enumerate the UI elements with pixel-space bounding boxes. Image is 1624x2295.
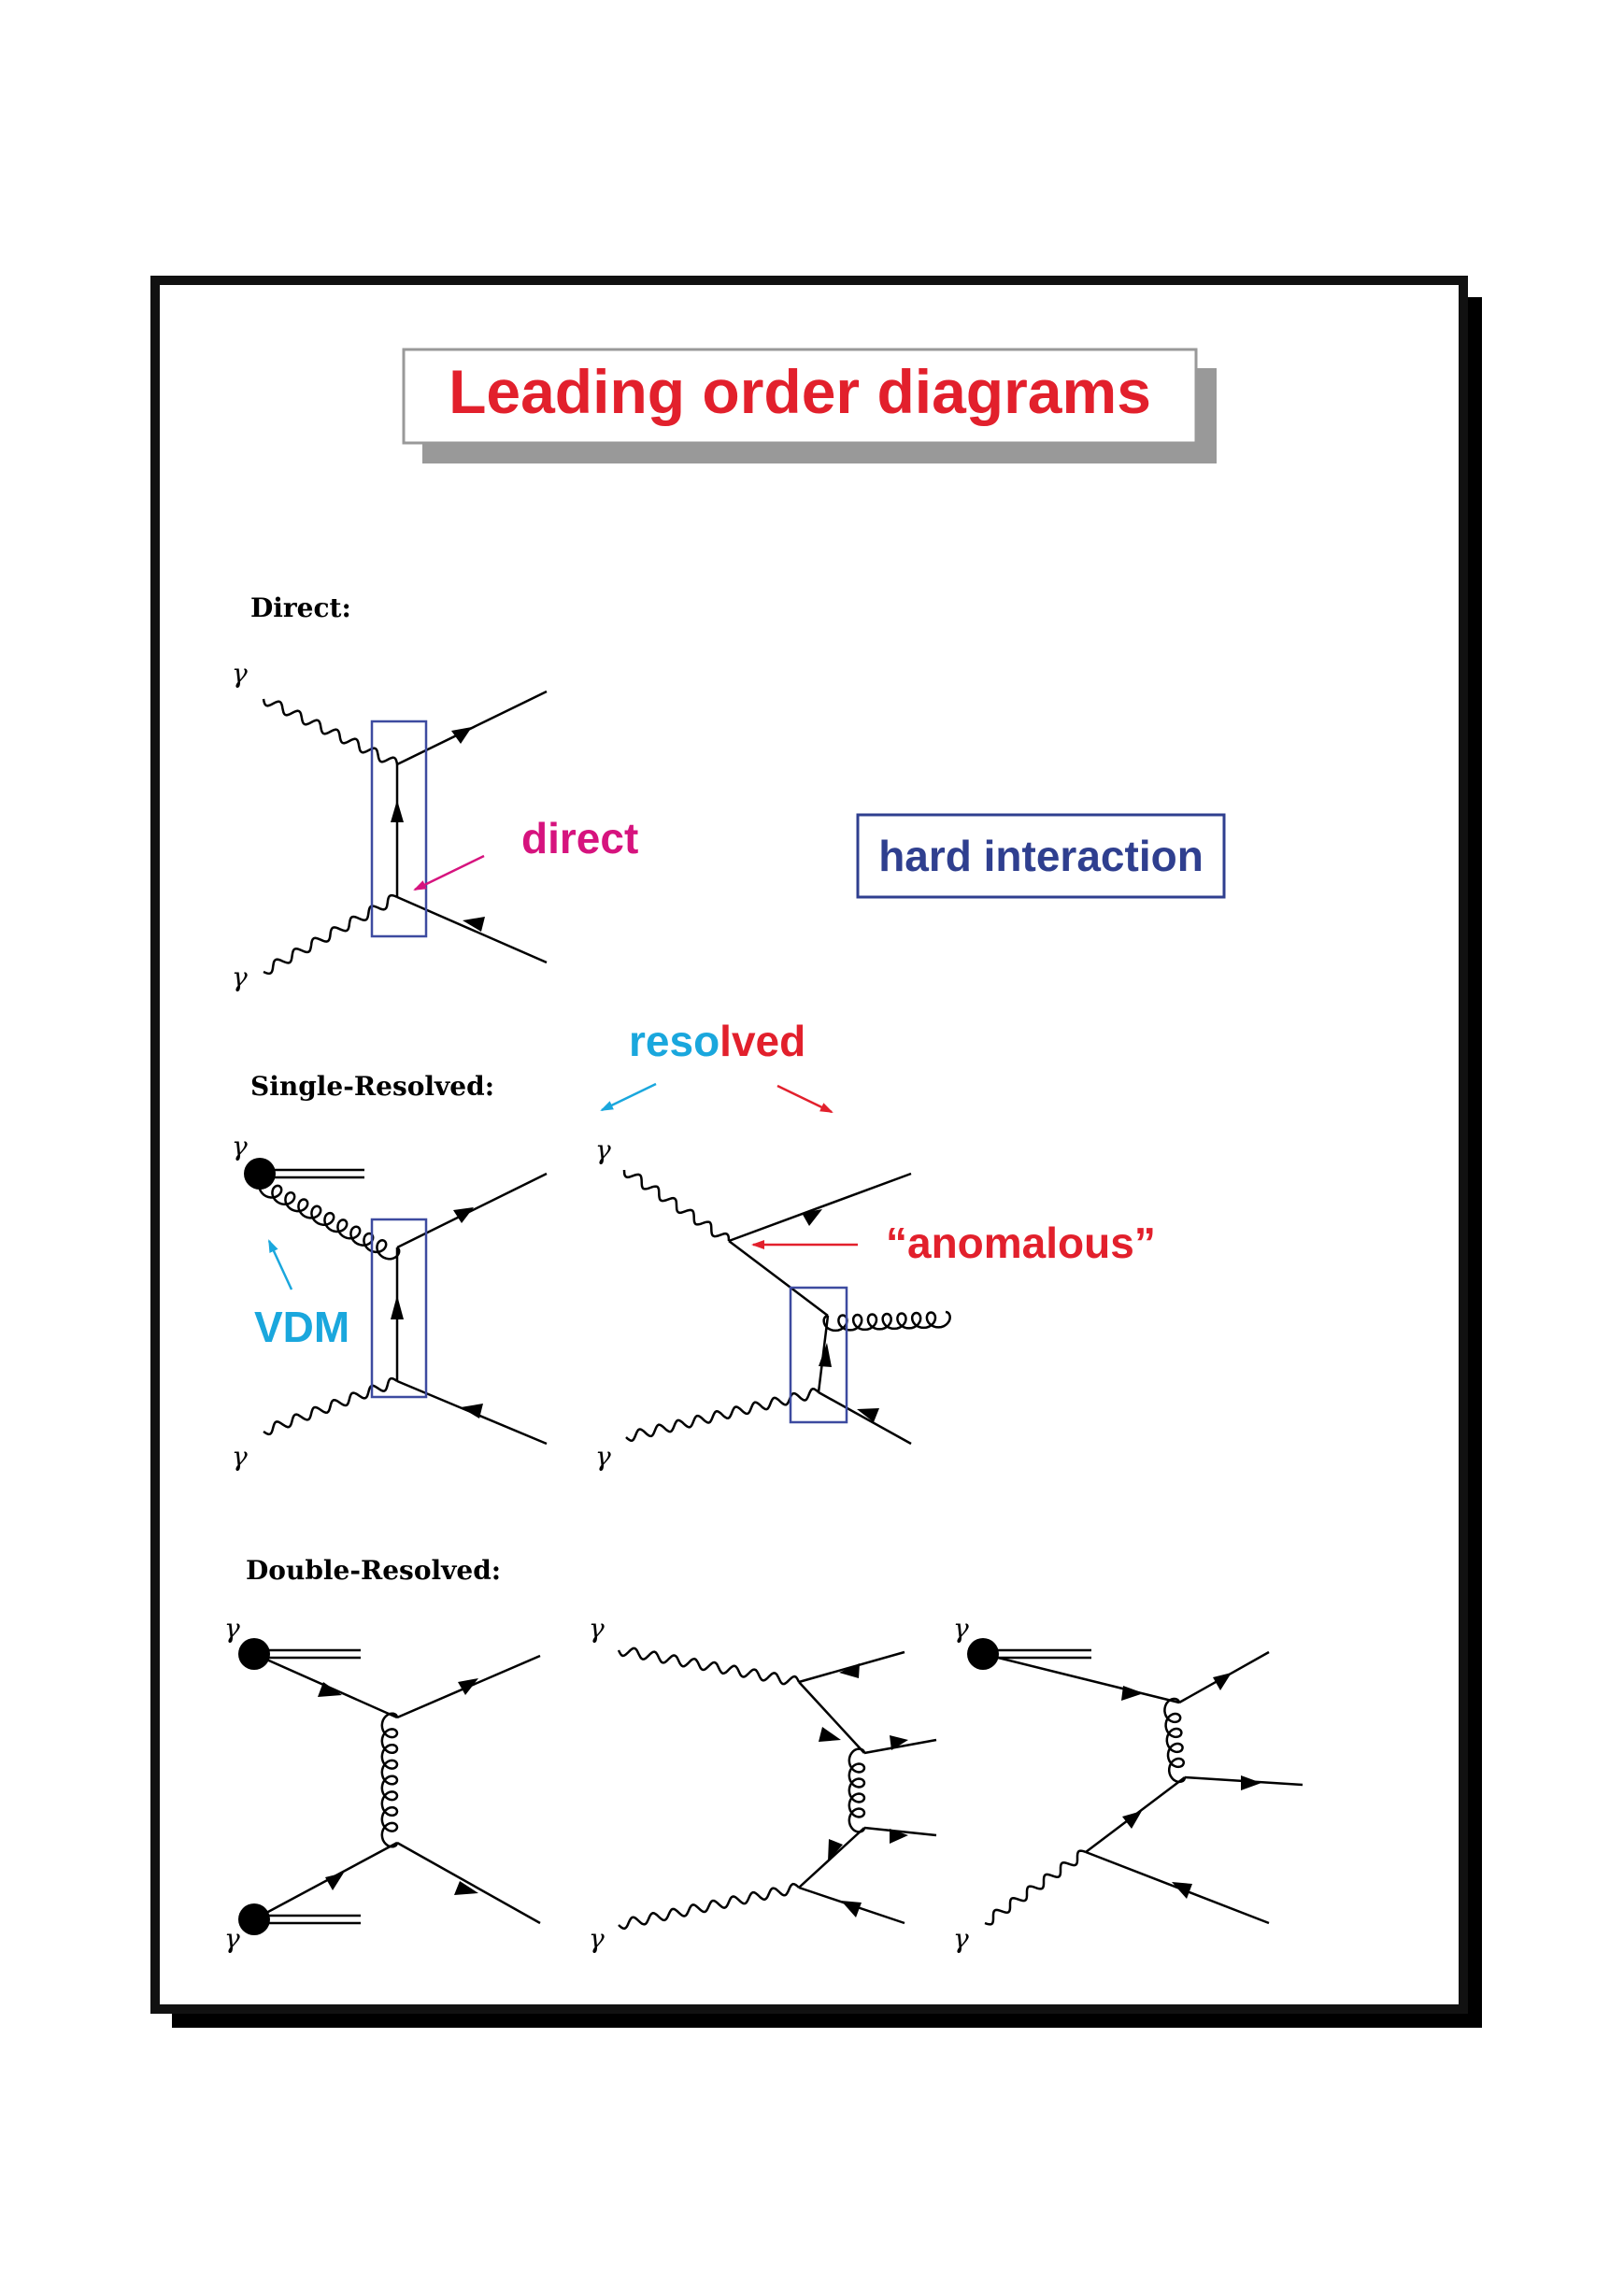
arrow-head [325, 1873, 344, 1890]
quark-mid-top [798, 1681, 865, 1754]
quark-out-top [396, 690, 548, 766]
arrow-head [1122, 1811, 1142, 1829]
single-resolved-anomalous-diagram [622, 1169, 951, 1446]
quark-out-right-top [863, 1738, 937, 1755]
photon-bottom [618, 1882, 800, 1931]
hard-interaction-box-vdm [370, 1218, 428, 1399]
gluon-line [258, 1177, 401, 1261]
arrow-head [391, 800, 404, 822]
arrow-head [463, 917, 485, 932]
resolved-right-arrow [776, 1084, 833, 1114]
single-resolved-vdm-diagram [258, 1168, 548, 1446]
quark-mid [728, 1240, 829, 1317]
arrow-head [857, 1408, 879, 1422]
quark-out-bottom [818, 1390, 912, 1446]
arrow-head [451, 727, 472, 744]
section-direct: Direct: [250, 592, 351, 623]
gamma-label: γ [232, 1131, 248, 1162]
arrow-head [828, 1839, 843, 1861]
resolved-annotation-part2: lved [719, 1017, 805, 1065]
arrow-head [802, 1209, 822, 1226]
gluon-line [380, 1712, 399, 1848]
gamma-label: γ [953, 1923, 969, 1954]
arrow-head [1213, 1673, 1232, 1690]
gamma-label: γ [589, 1923, 605, 1954]
photon-top [622, 1169, 731, 1242]
quark-in-bottom [253, 1841, 398, 1921]
gluon-line [848, 1747, 866, 1833]
arrow-head [839, 1663, 860, 1678]
gamma-label: γ [232, 658, 248, 689]
section-double-resolved: Double-Resolved: [246, 1555, 501, 1586]
arrow-head [391, 1295, 404, 1319]
hard-interaction-box-anomalous [789, 1286, 848, 1424]
arrow-head [1172, 1882, 1192, 1899]
title-box [402, 348, 1198, 445]
arrow-head [1121, 1686, 1144, 1701]
section-single-resolved: Single-Resolved: [250, 1071, 494, 1102]
gluon-line [822, 1310, 951, 1333]
gamma-label: γ [232, 1441, 248, 1472]
photon-top [262, 698, 399, 765]
gamma-label: γ [232, 962, 248, 992]
quark-mid-bottom [798, 1827, 865, 1889]
arrow-head [890, 1829, 908, 1844]
hadronic-blob [238, 1903, 270, 1935]
direct-pointer-arrow [413, 854, 485, 891]
gamma-label: γ [224, 1923, 240, 1954]
quark-out-top [728, 1172, 912, 1243]
quark-out-bottom [396, 895, 548, 964]
resolved-annotation-part1: reso [629, 1017, 719, 1065]
arrow-head [454, 1881, 478, 1895]
arrow-head [819, 1727, 841, 1742]
resolved-annotation: resolved [629, 1017, 805, 1065]
gamma-label: γ [595, 1134, 611, 1165]
anomalous-annotation: “anomalous” [886, 1219, 1156, 1267]
hard-interaction-label: hard interaction [878, 832, 1204, 880]
resolved-left-arrow [600, 1082, 657, 1112]
quark-out-top [396, 1172, 548, 1249]
gamma-label: γ [953, 1613, 969, 1644]
gluon-line [1163, 1697, 1187, 1784]
hard-interaction-box-direct [370, 720, 428, 938]
hadronic-blob [244, 1158, 276, 1190]
vdm-annotation: VDM [254, 1303, 349, 1351]
page-title: Leading order diagrams [449, 357, 1151, 426]
direct-annotation: direct [521, 814, 638, 862]
arrow-head [461, 1404, 483, 1418]
hadronic-blob [967, 1638, 999, 1670]
arrow-head [819, 1343, 832, 1367]
double-resolved-diagram-2 [617, 1646, 937, 1931]
frame [150, 276, 1468, 2014]
hadronic-blob [238, 1638, 270, 1670]
arrow-head [453, 1207, 474, 1223]
gamma-label: γ [595, 1441, 611, 1472]
gamma-label: γ [589, 1613, 605, 1644]
photon-top [617, 1646, 801, 1686]
photon-bottom [263, 1376, 398, 1436]
quark-out-bottom [396, 1841, 541, 1925]
arrow-head [1241, 1775, 1261, 1790]
arrow-head [318, 1682, 342, 1697]
photon-bottom [625, 1388, 819, 1442]
vdm-pointer-arrow [267, 1239, 293, 1290]
arrow-head [458, 1678, 478, 1695]
quark-in-top [982, 1652, 1180, 1704]
quark-out-right-bottom [863, 1826, 937, 1837]
gamma-label: γ [224, 1613, 240, 1644]
arrow-head [841, 1901, 862, 1917]
hard-interaction-box [856, 813, 1226, 899]
photon-bottom [984, 1849, 1087, 1926]
arrow-head [890, 1735, 908, 1750]
